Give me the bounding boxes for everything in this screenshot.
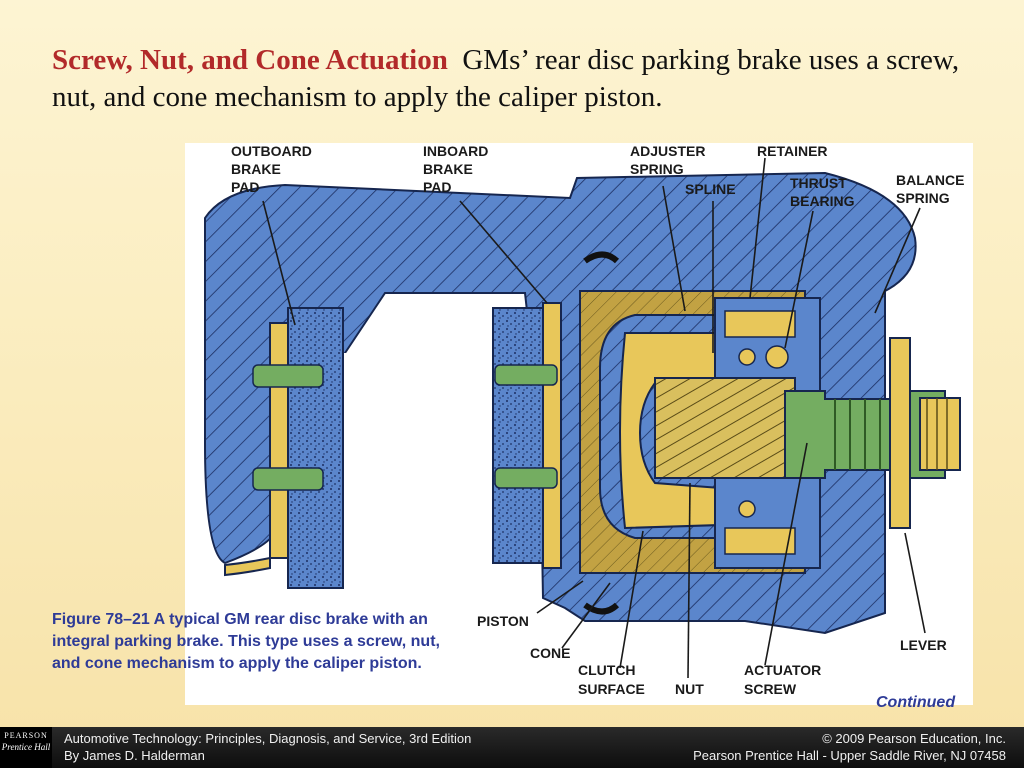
label-inboard-3: PAD	[423, 179, 452, 195]
brake-diagram: OUTBOARD BRAKE PAD INBOARD BRAKE PAD ADJ…	[185, 143, 973, 705]
figure-caption: Figure 78–21 A typical GM rear disc brak…	[52, 611, 440, 672]
continued-link: Continued	[876, 694, 956, 711]
label-balance-1: BALANCE	[896, 172, 964, 188]
label-thrust-2: BEARING	[790, 193, 855, 209]
label-inboard-2: BRAKE	[423, 161, 473, 177]
slide-footer: PEARSON Prentice Hall Automotive Technol…	[0, 727, 1024, 768]
nut	[654, 377, 796, 479]
label-lever: LEVER	[900, 637, 947, 653]
label-nut: NUT	[675, 681, 704, 697]
slide-title: Screw, Nut, and Cone Actuation GMs’ rear…	[52, 42, 992, 116]
label-balance-2: SPRING	[896, 190, 950, 206]
label-piston: PISTON	[477, 613, 529, 629]
label-inboard-1: INBOARD	[423, 143, 488, 159]
label-adjuster-2: SPRING	[630, 161, 684, 177]
label-spline: SPLINE	[685, 181, 736, 197]
pearson-logo: PEARSON Prentice Hall	[0, 727, 52, 768]
label-retainer: RETAINER	[757, 143, 828, 159]
label-clutch-1: CLUTCH	[578, 662, 636, 678]
label-adjuster-1: ADJUSTER	[630, 143, 705, 159]
slide-title-rest: GMs’ rear disc parking brake uses a scre…	[52, 44, 960, 113]
slide-title-highlight: Screw, Nut, and Cone Actuation	[52, 44, 448, 76]
footer-book-title: Automotive Technology: Principles, Diagn…	[64, 731, 472, 746]
footer-publisher: Pearson Prentice Hall - Upper Saddle Riv…	[693, 748, 1006, 763]
label-outboard-3: PAD	[231, 179, 260, 195]
footer-author: By James D. Halderman	[64, 748, 205, 763]
outboard-pad-backing	[269, 322, 289, 559]
outboard-pad-friction	[287, 307, 344, 589]
inboard-pad-backing	[542, 302, 562, 569]
footer-copyright: © 2009 Pearson Education, Inc.	[822, 731, 1006, 746]
label-actuator-1: ACTUATOR	[744, 662, 821, 678]
label-thrust-1: THRUST	[790, 175, 847, 191]
logo-line-2: Prentice Hall	[1, 742, 51, 752]
logo-line-1: PEARSON	[4, 731, 48, 740]
label-actuator-2: SCREW	[744, 681, 797, 697]
label-clutch-2: SURFACE	[578, 681, 645, 697]
inboard-pad-friction	[492, 307, 544, 564]
lever	[889, 337, 911, 529]
label-cone: CONE	[530, 645, 570, 661]
label-outboard-2: BRAKE	[231, 161, 281, 177]
outboard-pad-hook	[224, 556, 271, 577]
label-outboard-1: OUTBOARD	[231, 143, 312, 159]
